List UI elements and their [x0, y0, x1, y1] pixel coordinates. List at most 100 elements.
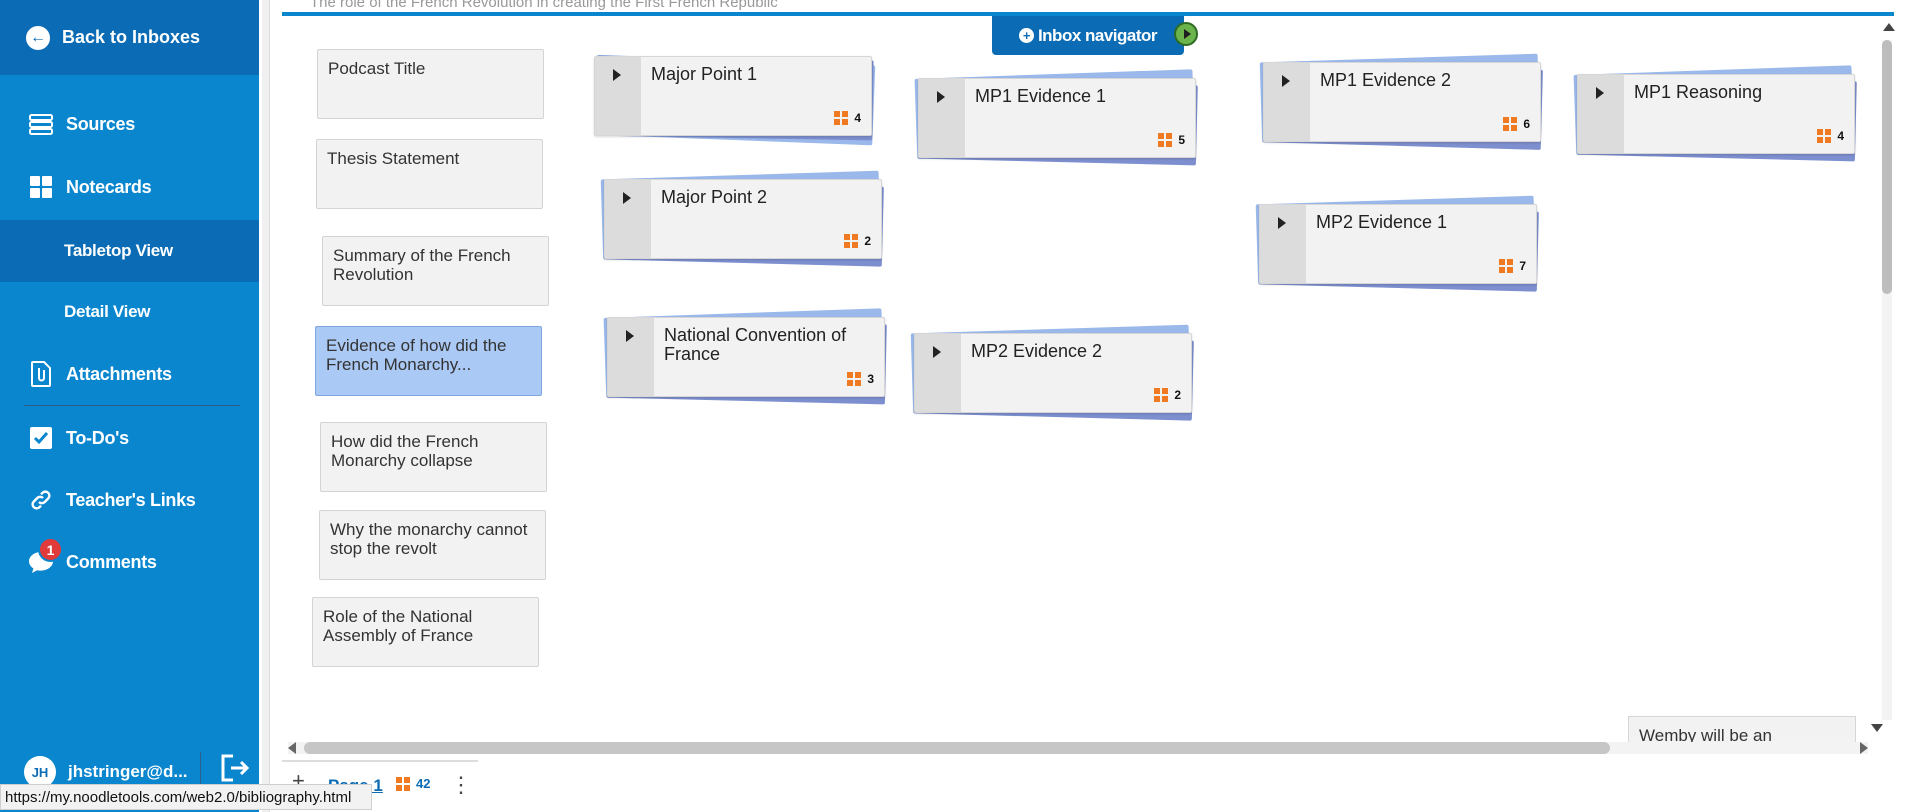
pile-major-point-2[interactable]: Major Point 2 2: [600, 170, 884, 267]
pile-major-point-1[interactable]: Major Point 1 4: [594, 54, 876, 146]
sidebar-item-teachers-links[interactable]: Teacher's Links: [0, 472, 259, 528]
notecard-thesis-statement[interactable]: Thesis Statement: [316, 139, 543, 209]
notecard-evidence-monarchy[interactable]: Evidence of how did the French Monarchy.…: [315, 326, 542, 396]
notecard-label: Why the monarchy cannot stop the revolt: [330, 520, 528, 558]
grid-count-icon: [396, 776, 410, 791]
link-icon: [28, 487, 54, 513]
notecard-label: Thesis Statement: [327, 149, 460, 168]
user-name: jhstringer@d...: [68, 762, 188, 781]
sidebar-item-label: Detail View: [64, 302, 151, 321]
back-to-inboxes-button[interactable]: ← Back to Inboxes: [0, 0, 259, 75]
sidebar-item-label: Sources: [66, 113, 135, 134]
avatar: JH: [24, 756, 56, 788]
grid-count-icon: [834, 111, 849, 125]
expand-triangle-icon[interactable]: [1278, 217, 1286, 229]
tab-count: 42: [396, 776, 430, 791]
notecard-monarchy-revolt[interactable]: Why the monarchy cannot stop the revolt: [319, 510, 546, 580]
expand-triangle-icon[interactable]: [1282, 75, 1290, 87]
scroll-left-arrow-icon[interactable]: [288, 742, 296, 754]
project-title: The role of the French Revolution in cre…: [310, 0, 778, 11]
grid-count-icon: [1817, 129, 1832, 143]
pile-count: 5: [1158, 133, 1185, 147]
notecard-national-assembly[interactable]: Role of the National Assembly of France: [312, 597, 539, 667]
pile-count: 7: [1499, 259, 1526, 273]
inbox-navigator-button[interactable]: + Inbox navigator: [992, 16, 1184, 55]
pile-title: MP1 Evidence 2: [1320, 70, 1452, 90]
pile-front-card: MP2 Evidence 1 7: [1259, 204, 1537, 284]
expand-arrow-icon[interactable]: [1174, 22, 1198, 46]
pile-count-value: 7: [1519, 259, 1526, 273]
horizontal-scrollbar[interactable]: [288, 742, 1868, 754]
grid-icon: [28, 174, 54, 200]
expand-triangle-icon[interactable]: [1596, 87, 1604, 99]
notecard-label: Wemby will be an: [1639, 726, 1772, 744]
pile-title: MP2 Evidence 2: [971, 341, 1103, 361]
pile-front-card: National Convention of France 3: [607, 317, 885, 397]
grid-count-icon: [844, 234, 859, 248]
logout-icon: [219, 753, 251, 788]
pile-mp2-evidence-1[interactable]: MP2 Evidence 1 7: [1255, 195, 1539, 292]
expand-triangle-icon[interactable]: [933, 346, 941, 358]
sidebar-divider: [24, 405, 240, 406]
comments-badge: 1: [38, 537, 63, 562]
pile-count-value: 2: [864, 234, 871, 248]
scroll-track: [1882, 40, 1892, 720]
pile-front-card: MP1 Evidence 2 6: [1263, 62, 1541, 142]
pile-mp1-evidence-1[interactable]: MP1 Evidence 1 5: [914, 69, 1198, 166]
notecard-podcast-title[interactable]: Podcast Title: [317, 49, 544, 119]
sidebar-item-label: Attachments: [66, 363, 172, 384]
pile-mp1-evidence-2[interactable]: MP1 Evidence 2 6: [1259, 53, 1543, 150]
expand-triangle-icon[interactable]: [623, 192, 631, 204]
notecard-label: How did the French Monarchy collapse: [331, 432, 479, 470]
expand-triangle-icon[interactable]: [626, 330, 634, 342]
notecard-summary[interactable]: Summary of the French Revolution: [322, 236, 549, 306]
stack-icon: [28, 111, 54, 137]
pile-count: 2: [844, 234, 871, 248]
more-options-icon[interactable]: ⋮: [450, 772, 472, 797]
expand-triangle-icon[interactable]: [613, 69, 621, 81]
sidebar-item-detail-view[interactable]: Detail View: [0, 284, 259, 340]
vertical-scrollbar[interactable]: [1878, 24, 1894, 732]
frame-edge: [262, 0, 270, 812]
pile-count: 2: [1154, 388, 1181, 402]
sidebar-item-label: To-Do's: [66, 427, 129, 448]
sidebar-item-notecards[interactable]: Notecards: [0, 159, 259, 215]
pile-title: National Convention of France: [664, 325, 847, 364]
sidebar-item-sources[interactable]: Sources: [0, 96, 259, 152]
notecard-monarchy-collapse[interactable]: How did the French Monarchy collapse: [320, 422, 547, 492]
sidebar-item-attachments[interactable]: Attachments: [0, 346, 259, 402]
status-url-tooltip: https://my.noodletools.com/web2.0/biblio…: [0, 784, 372, 810]
arrow-left-icon: ←: [26, 25, 50, 50]
pile-count-value: 5: [1178, 133, 1185, 147]
grid-count-icon: [1503, 117, 1518, 131]
scroll-right-arrow-icon[interactable]: [1860, 742, 1868, 754]
pile-mp2-evidence-2[interactable]: MP2 Evidence 2 2: [910, 324, 1194, 421]
sidebar-item-label: Comments: [66, 551, 157, 572]
pile-count-value: 6: [1523, 117, 1530, 131]
sidebar-item-todos[interactable]: To-Do's: [0, 410, 259, 466]
notecard-label: Evidence of how did the French Monarchy.…: [326, 336, 507, 374]
grid-count-icon: [1158, 133, 1173, 147]
notecard-label: Role of the National Assembly of France: [323, 607, 474, 645]
pile-front-card: MP1 Evidence 1 5: [918, 78, 1196, 158]
pile-front-card: Major Point 1 4: [594, 56, 872, 136]
pile-count-value: 4: [854, 111, 861, 125]
notecard-partial[interactable]: Wemby will be an: [1628, 716, 1856, 744]
pile-count: 4: [834, 111, 861, 125]
pile-count-value: 4: [1837, 129, 1844, 143]
scroll-up-arrow-icon[interactable]: [1883, 23, 1895, 31]
checkbox-icon: [28, 425, 54, 451]
pile-national-convention[interactable]: National Convention of France 3: [603, 308, 887, 405]
user-account[interactable]: JH jhstringer@d...: [0, 752, 259, 792]
scroll-thumb[interactable]: [304, 742, 1610, 754]
pile-front-card: Major Point 2 2: [604, 179, 882, 259]
scroll-down-arrow-icon[interactable]: [1871, 724, 1883, 732]
logout-button[interactable]: [216, 752, 254, 788]
pile-count-value: 2: [1174, 388, 1181, 402]
sidebar-item-tabletop-view[interactable]: Tabletop View: [0, 220, 259, 282]
pile-mp1-reasoning[interactable]: MP1 Reasoning 4: [1573, 65, 1857, 162]
scroll-thumb[interactable]: [1882, 40, 1892, 294]
expand-triangle-icon[interactable]: [937, 91, 945, 103]
logout-separator: [200, 752, 201, 788]
notecard-label: Podcast Title: [328, 59, 426, 78]
